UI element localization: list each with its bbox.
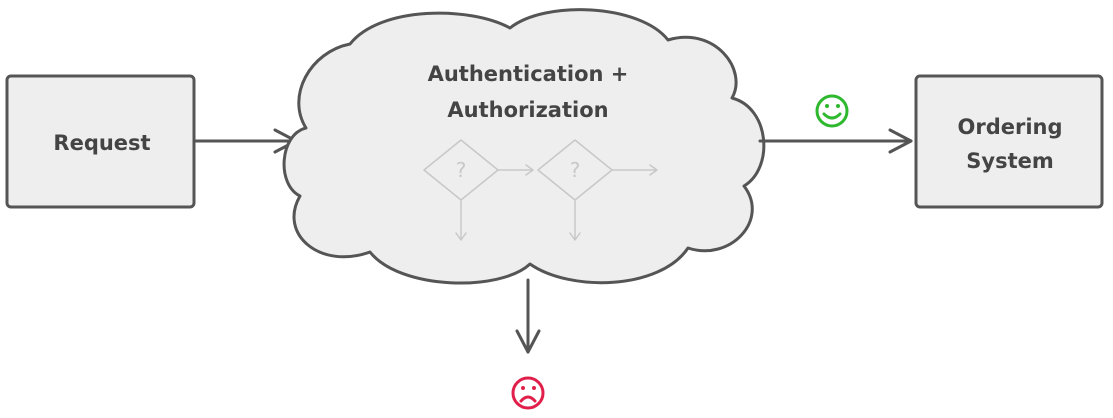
arrow-request-to-auth (194, 128, 298, 154)
frown-eye-right (532, 386, 536, 390)
smiley-face-icon (815, 94, 849, 128)
faint-arrow-right-2 (611, 164, 658, 176)
faint-arrow-right-1 (497, 164, 534, 176)
smiley-mouth (822, 112, 842, 120)
arrow-auth-to-rejection (515, 278, 541, 354)
decision-symbol-2: ? (570, 158, 581, 182)
arrow-head (888, 128, 913, 154)
frown-outline (511, 376, 545, 410)
ordering-node: Ordering System (914, 74, 1104, 209)
smiley-outline (815, 94, 849, 128)
faint-arrow-down-1 (455, 199, 467, 241)
arrow-head (515, 329, 541, 354)
ordering-box (914, 74, 1104, 209)
smiley-eye-right (836, 104, 840, 108)
frowning-face-icon (511, 376, 545, 410)
auth-label-line1: Authentication + (428, 62, 629, 86)
request-node: Request (5, 74, 196, 209)
frown-eye-left (521, 386, 525, 390)
auth-cloud (282, 8, 766, 285)
auth-node: Authentication + Authorization ? ? (282, 8, 766, 285)
request-label: Request (53, 131, 150, 155)
inner-decision-flow: ? ? (423, 139, 658, 241)
ordering-label-line2: System (966, 149, 1053, 173)
smiley-eye-left (825, 104, 829, 108)
request-box (5, 74, 196, 209)
decision-symbol-1: ? (456, 158, 467, 182)
arrow-auth-to-ordering (758, 128, 913, 154)
ordering-label-line1: Ordering (957, 115, 1062, 139)
auth-label-line2: Authorization (447, 98, 608, 122)
frown-mouth (519, 395, 537, 403)
faint-arrow-down-2 (569, 199, 581, 241)
